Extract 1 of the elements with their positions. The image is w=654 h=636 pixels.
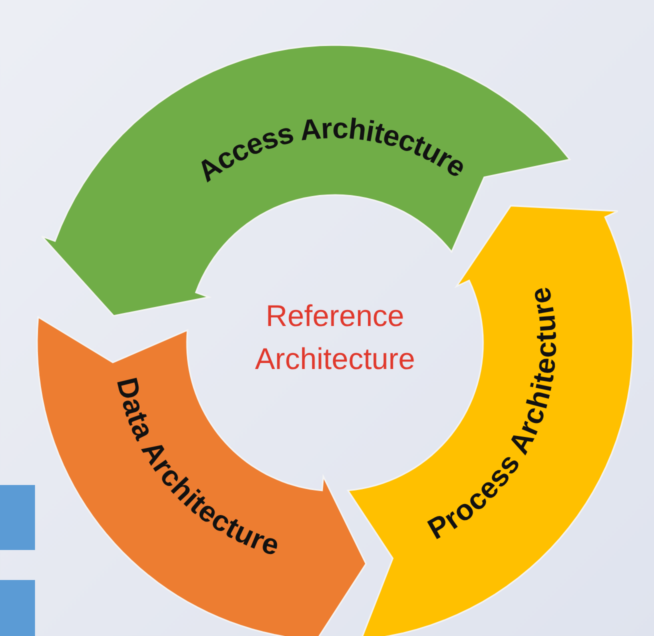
center-label: Reference Architecture [254,298,416,378]
